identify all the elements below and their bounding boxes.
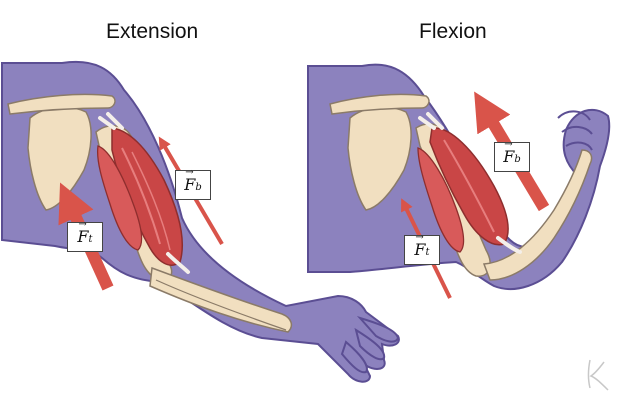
extension-tendons bbox=[98, 112, 190, 274]
force-symbol: F bbox=[184, 168, 195, 193]
force-subscript: t bbox=[425, 247, 430, 258]
flexion-title: Flexion bbox=[419, 20, 487, 43]
flexion-forearm-bones bbox=[482, 149, 593, 281]
force-symbol: F bbox=[414, 233, 425, 258]
force-subscript: b bbox=[514, 154, 521, 165]
flexion-triceps-muscle bbox=[417, 147, 465, 253]
force-symbol: F bbox=[77, 220, 88, 245]
flexion-tendons bbox=[418, 112, 522, 254]
extension-triceps-muscle bbox=[96, 145, 143, 251]
extension-clavicle bbox=[7, 93, 116, 115]
flexion-arm bbox=[307, 63, 611, 299]
k-signature-icon bbox=[587, 359, 609, 391]
extension-forearm-bones bbox=[149, 266, 293, 333]
force-subscript: t bbox=[88, 234, 93, 245]
extension-triceps-force-label: Ft bbox=[67, 220, 103, 252]
extension-title: Extension bbox=[106, 20, 199, 43]
flexion-fist bbox=[557, 110, 593, 151]
extension-hand-fingers bbox=[340, 316, 400, 374]
extension-biceps-force-label: Fb bbox=[175, 168, 211, 200]
force-subscript: b bbox=[195, 182, 202, 193]
flexion-triceps-force-label: Ft bbox=[404, 233, 440, 265]
extension-arm bbox=[0, 60, 400, 383]
flexion-clavicle bbox=[329, 93, 430, 115]
force-symbol: F bbox=[503, 140, 514, 165]
flexion-biceps-force-label: Fb bbox=[494, 140, 530, 172]
